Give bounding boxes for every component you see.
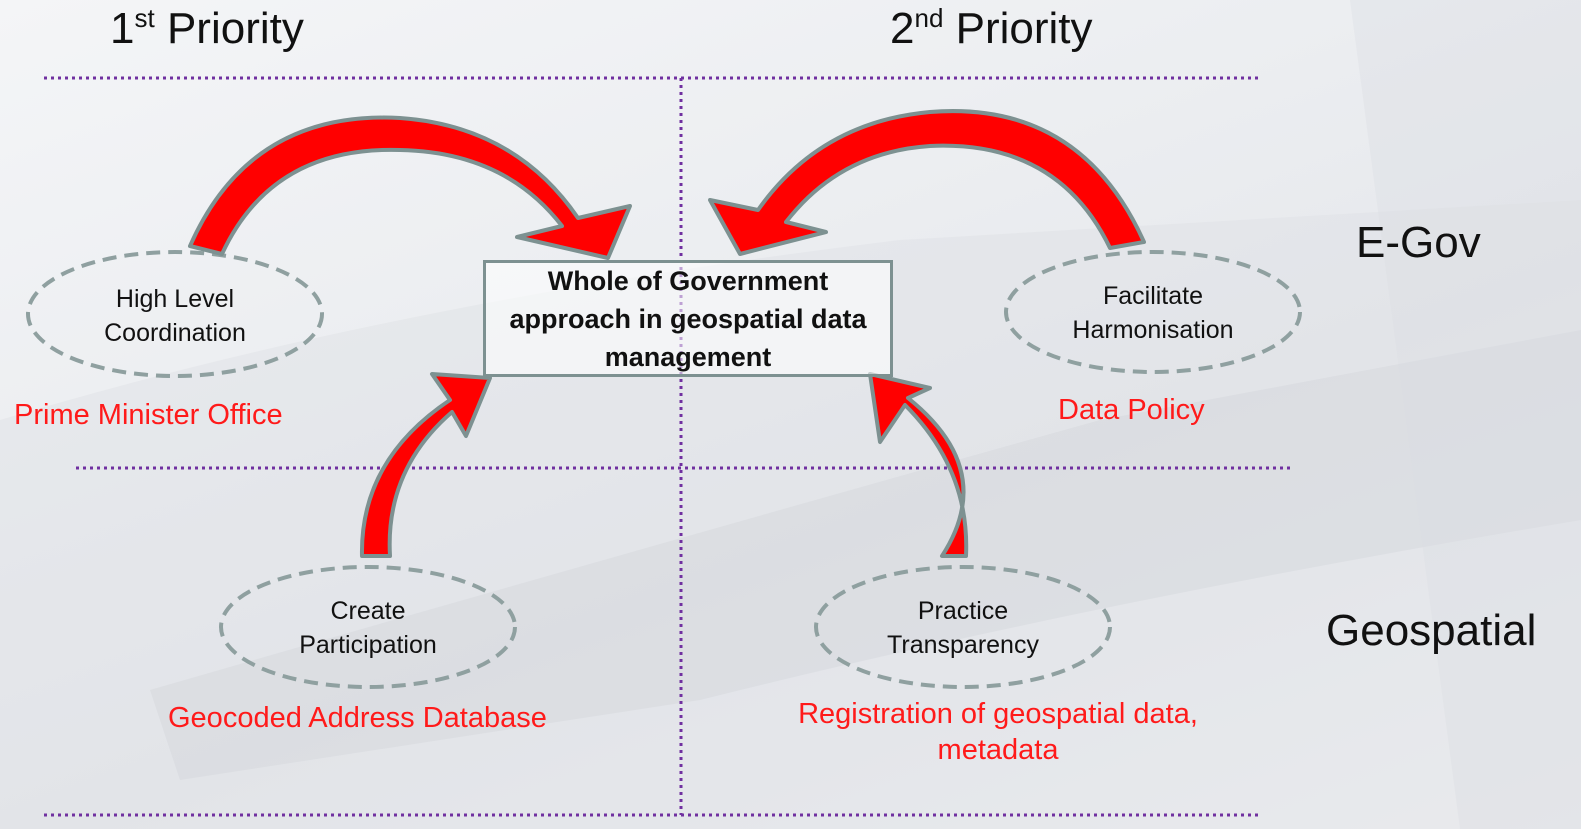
node-facilitate-harmonisation: Facilitate Harmonisation bbox=[1043, 279, 1263, 347]
node-text-line1: Facilitate bbox=[1102, 282, 1204, 310]
arrow-bottom-left bbox=[359, 372, 492, 558]
node-create-participation: Create Participation bbox=[258, 594, 478, 662]
first-priority-header: 1st Priority bbox=[110, 3, 304, 53]
arrow-top-left bbox=[188, 115, 632, 260]
node-text-line2: Coordination bbox=[104, 319, 246, 347]
label-geocoded-address-database: Geocoded Address Database bbox=[168, 702, 547, 734]
row-label-geospatial: Geospatial bbox=[1326, 606, 1537, 655]
center-box-line2: approach in geospatial data bbox=[509, 303, 867, 334]
label-registration-geospatial-data: Registration of geospatial data, metadat… bbox=[780, 696, 1216, 768]
ellipse-high-level-coordination bbox=[26, 250, 324, 378]
node-high-level-coordination: High Level Coordination bbox=[65, 282, 285, 350]
row-label-egov: E-Gov bbox=[1356, 218, 1481, 267]
node-text-line2: Transparency bbox=[887, 631, 1039, 659]
center-box-line1: Whole of Government bbox=[547, 265, 829, 296]
node-text-line1: Create bbox=[330, 597, 406, 625]
arrow-top-right bbox=[708, 109, 1146, 256]
label-data-policy: Data Policy bbox=[1058, 394, 1205, 426]
node-text-line2: Harmonisation bbox=[1072, 316, 1234, 344]
node-practice-transparency: Practice Transparency bbox=[853, 594, 1073, 662]
ellipse-create-participation bbox=[219, 565, 517, 689]
second-priority-header: 2nd Priority bbox=[890, 3, 1093, 53]
node-text-line1: High Level bbox=[115, 285, 235, 313]
label-prime-minister-office: Prime Minister Office bbox=[14, 399, 283, 431]
ellipse-facilitate-harmonisation bbox=[1004, 250, 1302, 374]
ellipse-practice-transparency bbox=[814, 565, 1112, 689]
center-box: Whole of Government approach in geospati… bbox=[483, 260, 893, 377]
node-text-line2: Participation bbox=[299, 631, 437, 659]
center-box-line3: management bbox=[604, 341, 772, 372]
label-line2: metadata bbox=[937, 734, 1059, 766]
label-line1: Registration of geospatial data, bbox=[798, 698, 1198, 730]
arrow-bottom-right bbox=[868, 372, 969, 558]
node-text-line1: Practice bbox=[917, 597, 1009, 625]
